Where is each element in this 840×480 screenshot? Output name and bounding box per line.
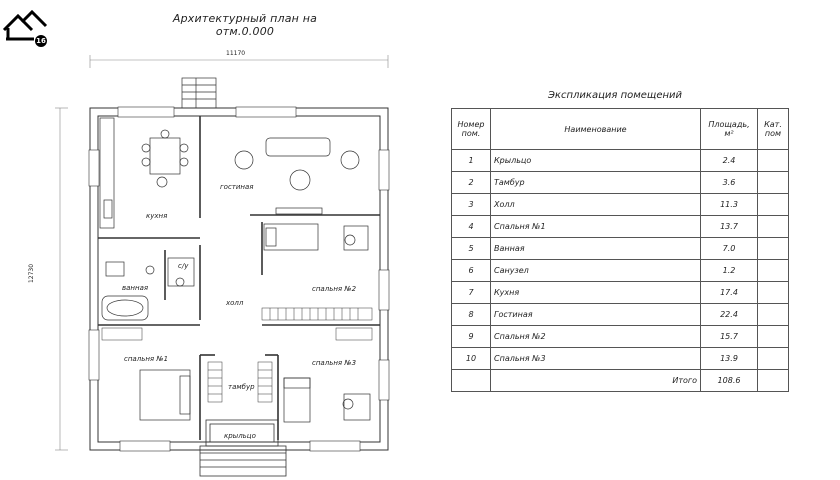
height-dimension: 12730 bbox=[28, 263, 36, 284]
plan-title: Архитектурный план на отм.0.000 bbox=[172, 12, 318, 38]
row-name: Спальня №1 bbox=[490, 215, 701, 238]
row-area: 1.2 bbox=[700, 259, 758, 282]
row-name: Ванная bbox=[490, 237, 701, 260]
row-name: Спальня №3 bbox=[490, 347, 701, 370]
row-category bbox=[757, 259, 789, 282]
floor-plan: 11170 12730 кухня гостиная с/у ванная хо… bbox=[28, 50, 390, 477]
row-number: 4 bbox=[451, 215, 491, 238]
column-header-area: Площадь, м² bbox=[700, 108, 758, 150]
table-header-row: Номер пом. Наименование Площадь, м² Кат.… bbox=[451, 108, 789, 150]
row-area: 15.7 bbox=[700, 325, 758, 348]
row-number: 1 bbox=[451, 149, 491, 172]
row-category bbox=[757, 149, 789, 172]
row-name: Тамбур bbox=[490, 171, 701, 194]
row-area: 13.9 bbox=[700, 347, 758, 370]
room-label-hall: холл bbox=[226, 299, 244, 307]
room-label-porch: крыльцо bbox=[224, 432, 256, 440]
row-area: 2.4 bbox=[700, 149, 758, 172]
house-logo-icon: 16 bbox=[2, 8, 50, 47]
logo-number: 16 bbox=[35, 35, 47, 47]
row-category bbox=[757, 281, 789, 304]
room-label-tambour: тамбур bbox=[228, 383, 255, 391]
column-header-number: Номер пом. bbox=[451, 108, 491, 150]
row-number: 9 bbox=[451, 325, 491, 348]
row-category bbox=[757, 171, 789, 194]
row-area: 13.7 bbox=[700, 215, 758, 238]
row-category bbox=[757, 193, 789, 216]
row-number: 6 bbox=[451, 259, 491, 282]
row-number: 3 bbox=[451, 193, 491, 216]
width-dimension: 11170 bbox=[226, 50, 246, 57]
row-area: 22.4 bbox=[700, 303, 758, 326]
room-label-kitchen: кухня bbox=[146, 212, 168, 220]
room-label-bath: ванная bbox=[122, 284, 149, 292]
column-header-name: Наименование bbox=[490, 108, 701, 150]
row-name: Холл bbox=[490, 193, 701, 216]
row-area: 7.0 bbox=[700, 237, 758, 260]
row-name: Спальня №2 bbox=[490, 325, 701, 348]
room-label-bedroom1: спальня №1 bbox=[124, 355, 169, 363]
table-total-row: Итого 108.6 bbox=[451, 369, 789, 392]
room-label-bedroom2: спальня №2 bbox=[312, 285, 357, 293]
row-category bbox=[757, 215, 789, 238]
column-header-category: Кат. пом bbox=[757, 108, 789, 150]
row-number: 7 bbox=[451, 281, 491, 304]
floor-plan-drawing bbox=[55, 55, 390, 477]
row-category bbox=[757, 237, 789, 260]
row-category bbox=[757, 303, 789, 326]
row-name: Кухня bbox=[490, 281, 701, 304]
total-empty-cell bbox=[451, 369, 491, 392]
row-category bbox=[757, 325, 789, 348]
row-area: 17.4 bbox=[700, 281, 758, 304]
total-label: Итого bbox=[490, 369, 701, 392]
room-label-living: гостиная bbox=[220, 183, 254, 191]
row-name: Крыльцо bbox=[490, 149, 701, 172]
row-number: 2 bbox=[451, 171, 491, 194]
row-name: Санузел bbox=[490, 259, 701, 282]
explication-title: Экспликация помещений bbox=[547, 90, 683, 101]
row-name: Гостиная bbox=[490, 303, 701, 326]
row-area: 3.6 bbox=[700, 171, 758, 194]
total-category bbox=[757, 369, 789, 392]
row-number: 8 bbox=[451, 303, 491, 326]
row-area: 11.3 bbox=[700, 193, 758, 216]
explication-table: Номер пом. Наименование Площадь, м² Кат.… bbox=[451, 108, 789, 392]
room-label-wc: с/у bbox=[178, 262, 189, 270]
row-category bbox=[757, 347, 789, 370]
row-number: 5 bbox=[451, 237, 491, 260]
room-label-bedroom3: спальня №3 bbox=[312, 359, 357, 367]
total-area: 108.6 bbox=[700, 369, 758, 392]
row-number: 10 bbox=[451, 347, 491, 370]
